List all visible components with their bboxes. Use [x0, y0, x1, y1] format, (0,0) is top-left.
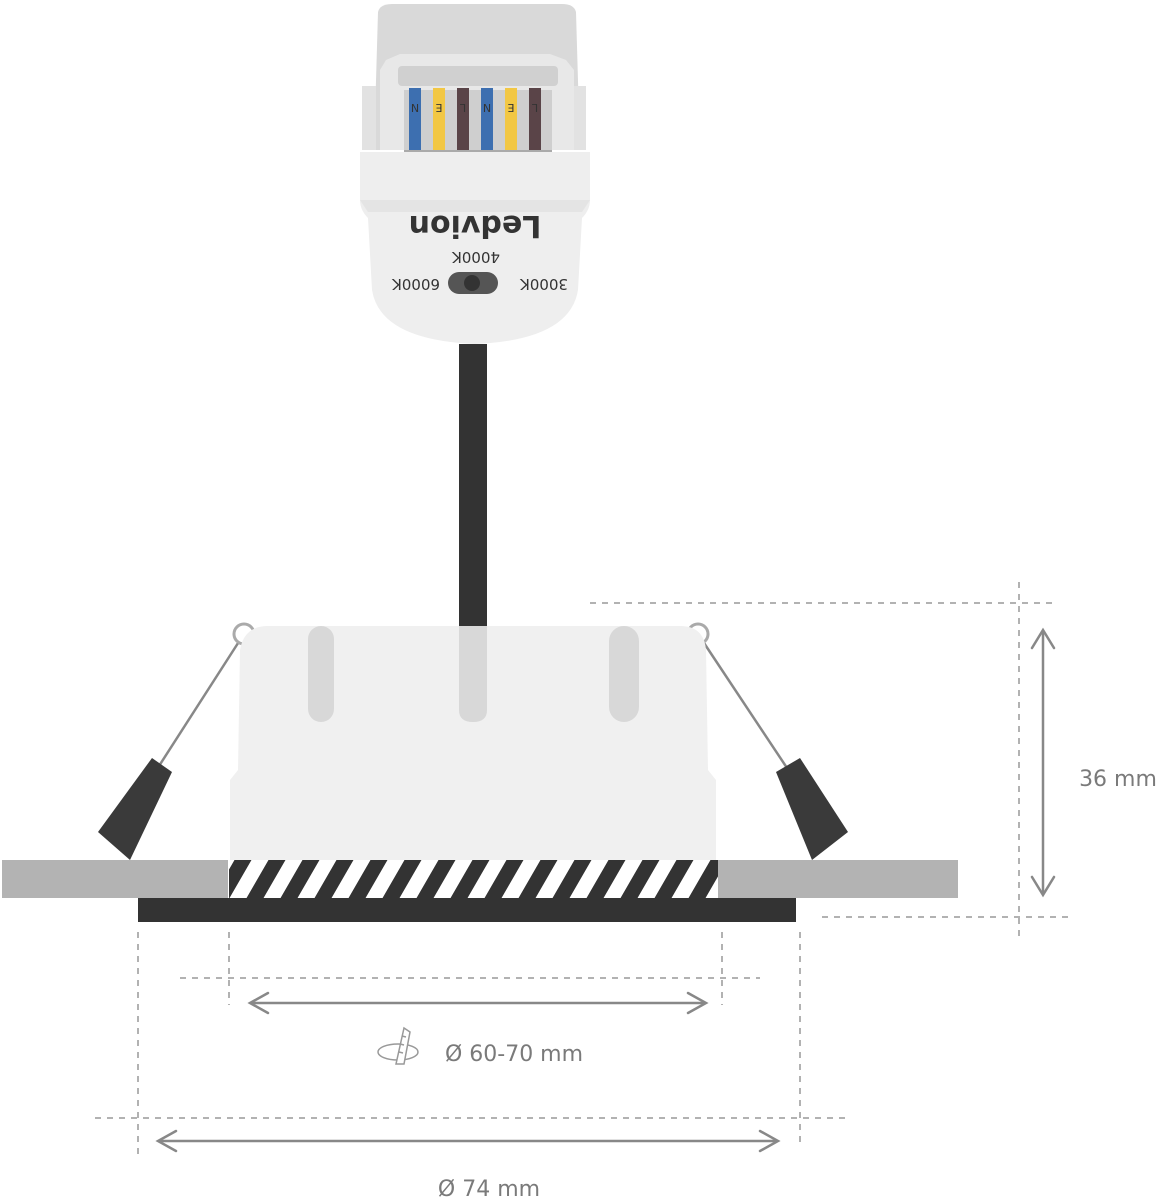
terminal-block: N E L N E L [404, 88, 552, 156]
brand-logo: Ledvion [409, 208, 542, 243]
ceiling-panel-left [2, 860, 228, 898]
terminal-wire [505, 88, 517, 156]
height-label: 36 mm [1079, 767, 1157, 792]
diameter-dimension-arrow [155, 1129, 781, 1153]
height-dimension-arrow [1030, 627, 1056, 898]
spring-wire-left [148, 639, 242, 781]
driver-ridge [360, 200, 590, 212]
cct-switch[interactable] [448, 272, 498, 294]
terminal-base [404, 90, 552, 156]
terminal-wire [433, 88, 445, 156]
bezel-ring [138, 898, 796, 922]
terminal-label-2: E [435, 101, 442, 114]
driver-body [360, 152, 590, 344]
extension-lines [95, 582, 1070, 1155]
temp-label-6000k: 6000K [391, 275, 440, 293]
terminal-label-4: N [483, 101, 491, 114]
terminal-lip [398, 66, 558, 86]
driver-clip-left [362, 86, 376, 150]
driver-box: N E L N E L Ledvion 4000K 3000K 6000K [360, 4, 590, 344]
terminal-label-6: L [531, 101, 538, 114]
terminal-label-5: E [507, 101, 514, 114]
spot-housing [98, 622, 848, 862]
terminal-label-3: L [459, 101, 466, 114]
housing-rib-left [308, 626, 334, 722]
terminal-wire [481, 88, 493, 156]
terminal-wire [409, 88, 421, 156]
switch-knob[interactable] [464, 275, 480, 291]
spring-wire-right [700, 639, 797, 781]
housing-rib-center [459, 626, 487, 722]
power-cable [459, 344, 487, 626]
cutout-hatch [229, 860, 718, 898]
diameter-label: Ø 74 mm [438, 1177, 540, 1200]
spring-clip-left [98, 758, 172, 860]
housing-rib-right [609, 626, 639, 722]
driver-clip-right [574, 86, 586, 150]
terminal-wire [529, 88, 541, 156]
housing-body [230, 626, 716, 862]
temp-label-4000k: 4000K [451, 248, 500, 266]
saw-icon [377, 1026, 419, 1065]
cutout-label: Ø 60-70 mm [445, 1042, 583, 1067]
temp-label-3000k: 3000K [519, 275, 568, 293]
ceiling-panel-right [718, 860, 958, 898]
terminal-label-1: N [411, 101, 419, 114]
terminal-wire [457, 88, 469, 156]
cutout-dimension-arrow [247, 991, 709, 1015]
spring-clip-right [776, 758, 848, 860]
